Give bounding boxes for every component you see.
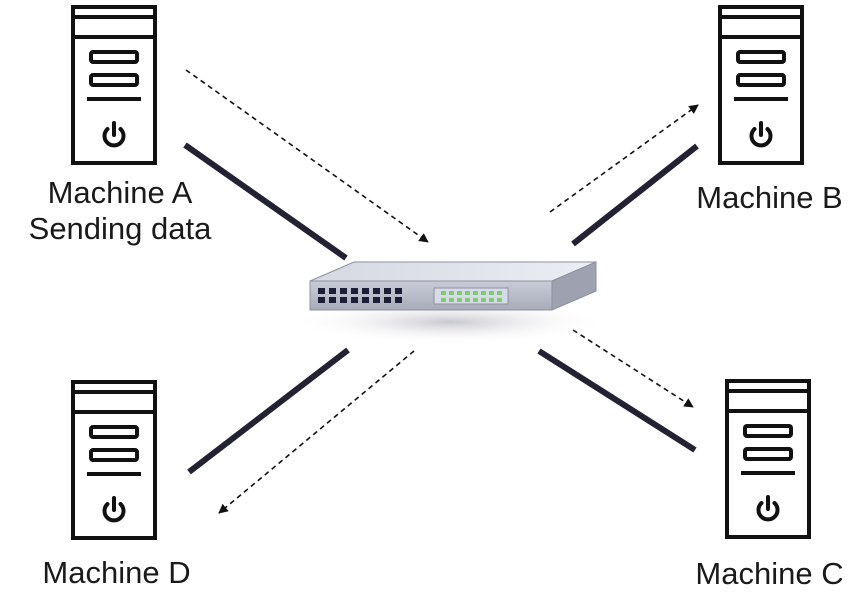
cable-a [183,142,348,261]
machine-d-label: Machine D [42,555,191,590]
data-flow-arrow-switch-to-c [572,329,694,408]
machine-c-computer-icon [725,379,811,539]
machine-c-label: Machine C [695,556,844,591]
machine-a-status: Sending data [28,211,212,246]
machine-b-computer-icon [718,5,804,165]
machine-a-computer-icon [71,5,157,165]
cable-c [537,348,697,453]
machine-a-name: Machine A [47,175,193,210]
switch-led-panel [433,287,509,305]
machine-a-label: Machine A Sending data [5,175,235,247]
data-flow-arrow-switch-to-b [549,104,699,213]
machine-b-label: Machine B [696,180,843,215]
data-flow-arrow-a-to-switch [185,69,429,243]
network-switch-icon [290,261,610,344]
data-flow-arrow-switch-to-d [218,350,415,514]
machine-d-computer-icon [71,380,157,540]
cable-b [571,143,699,247]
cable-d [187,347,350,475]
switch-ports [318,288,402,303]
